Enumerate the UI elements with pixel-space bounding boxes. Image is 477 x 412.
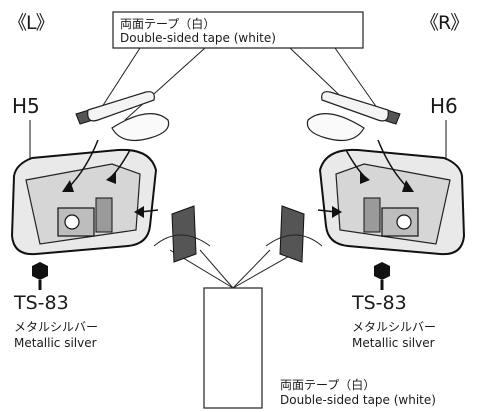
top-tape-label-jp: 両面テープ（白） bbox=[120, 17, 216, 31]
right-side-label: 《R》 bbox=[420, 12, 469, 34]
left-small-tape-curve bbox=[153, 234, 211, 247]
bottom-tape-sheet bbox=[203, 287, 263, 409]
top-tape-leader-lines bbox=[99, 47, 381, 121]
left-tape-loop bbox=[111, 113, 170, 141]
left-mirror-tab bbox=[95, 197, 113, 233]
left-small-tape bbox=[171, 205, 197, 263]
right-paint-code: TS-83 bbox=[352, 292, 407, 314]
right-mirror-tab bbox=[363, 197, 381, 233]
right-small-tape-curve bbox=[265, 234, 323, 247]
left-paint-marker-icon bbox=[32, 262, 48, 280]
left-mirror-slot bbox=[57, 207, 95, 237]
right-paint-name-en: Metallic silver bbox=[352, 336, 435, 350]
left-paint-name-jp: メタルシルバー bbox=[14, 320, 99, 334]
right-tape-strip-light bbox=[321, 91, 389, 122]
top-tape-label-box bbox=[112, 11, 364, 49]
left-side-label: 《L》 bbox=[8, 12, 55, 34]
bottom-tape-label-jp: 両面テープ（白） bbox=[280, 378, 376, 392]
left-mirror-assembly bbox=[10, 91, 211, 290]
left-tape-strip-light bbox=[87, 91, 155, 122]
left-paint-code: TS-83 bbox=[14, 292, 69, 314]
right-mirror-hole bbox=[396, 214, 412, 230]
left-mirror-hole bbox=[64, 214, 80, 230]
top-tape-label-en: Double-sided tape (white) bbox=[120, 31, 276, 45]
left-part-number: H5 bbox=[12, 94, 40, 118]
right-part-number: H6 bbox=[430, 94, 458, 118]
right-mirror-assembly bbox=[265, 91, 466, 290]
right-small-tape bbox=[279, 205, 305, 263]
right-tape-loop bbox=[306, 113, 365, 141]
bottom-tape-label-en: Double-sided tape (white) bbox=[280, 393, 436, 407]
left-paint-name-en: Metallic silver bbox=[14, 336, 97, 350]
right-paint-name-jp: メタルシルバー bbox=[352, 320, 437, 334]
right-paint-marker-icon bbox=[374, 262, 390, 280]
